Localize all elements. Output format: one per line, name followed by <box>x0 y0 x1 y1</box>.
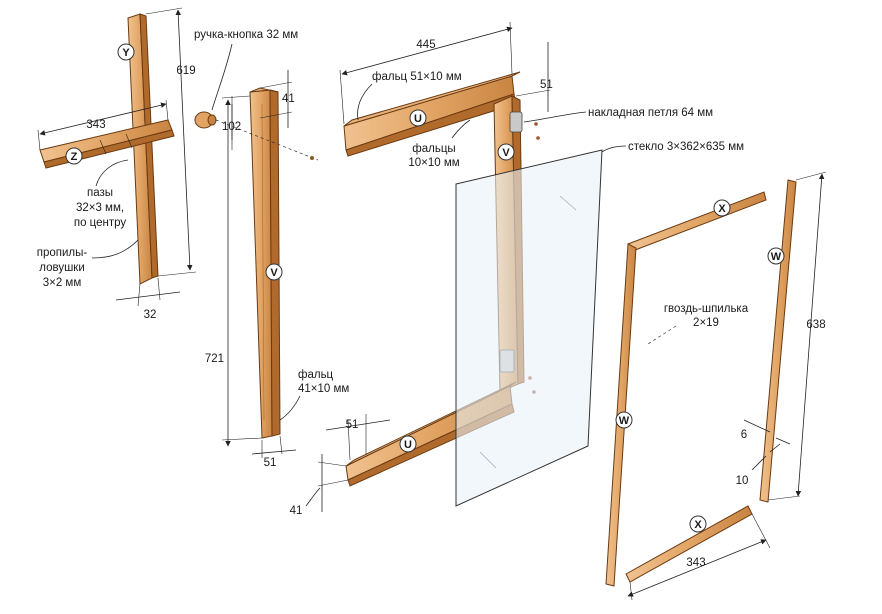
hinge-top <box>509 111 540 140</box>
glass-panel <box>455 149 603 507</box>
part-label-y: Y <box>117 43 135 61</box>
part-label-v-side: V <box>265 263 283 281</box>
groove-mark <box>125 133 133 149</box>
bead-w-right: W <box>759 179 797 503</box>
dim-6: 6 <box>741 419 791 445</box>
dim-32: 32 <box>115 277 181 321</box>
dim-41-bottom: 41 <box>290 454 349 517</box>
knob-label: ручка-кнопка 32 мм <box>194 29 298 41</box>
rabbet-side-text-1: фальц <box>298 369 334 381</box>
dim-445: 445 <box>339 21 513 125</box>
dim-51-top-right: 51 <box>515 42 553 112</box>
part-letter-x-bottom: X <box>694 519 702 531</box>
dim-343-left-label: 343 <box>86 119 105 131</box>
part-label-z: Z <box>65 147 83 165</box>
w-right-strip <box>759 179 797 503</box>
glass-pane: стекло 3×362×635 мм <box>455 141 744 507</box>
dim-10: 10 <box>736 443 781 487</box>
dim-6-label: 6 <box>741 429 747 441</box>
label-rabbets: фальцы 10×10 мм <box>408 119 471 169</box>
part-letter-v-frame: V <box>502 147 510 159</box>
part-y-z-assembly <box>39 13 175 285</box>
x-bottom-strip <box>625 505 753 583</box>
dim-102: 102 <box>222 96 241 150</box>
dim-638: 638 <box>767 171 827 501</box>
label-rabbet-side: фальц 41×10 мм <box>279 369 349 421</box>
label-rabbet-top: фальц 51×10 мм <box>357 71 462 121</box>
dim-41-top-label: 41 <box>282 93 295 105</box>
part-letter-v-side: V <box>270 267 278 279</box>
dim-51-bottom-u: 51 <box>325 414 391 461</box>
dim-32-label: 32 <box>144 309 157 321</box>
dim-638-label: 638 <box>806 319 825 331</box>
knob: ручка-кнопка 32 мм <box>194 29 298 129</box>
rabbet-side-text-2: 41×10 мм <box>298 383 349 395</box>
v-stile-edge <box>269 89 281 437</box>
v-stile-face <box>249 89 273 439</box>
part-letter-u-top: U <box>414 113 422 125</box>
dim-51-bottom-v: 51 <box>251 435 297 469</box>
nail-text-2: 2×19 <box>693 317 719 329</box>
bead-x-top: X <box>627 191 767 253</box>
dim-343-bottom-label: 343 <box>686 557 705 569</box>
label-hinge: накладная петля 64 мм <box>523 107 713 123</box>
dim-10-label: 10 <box>736 475 749 487</box>
part-label-v-frame: V <box>497 143 515 161</box>
grooves-text-3: по центру <box>74 217 127 229</box>
nail-text-1: гвоздь-шпилька <box>664 303 749 315</box>
dim-51-top-right-label: 51 <box>540 79 553 91</box>
dim-41-bottom-label: 41 <box>290 505 303 517</box>
rabbets-text-1: фальцы <box>412 143 455 155</box>
rabbets-text-2: 10×10 мм <box>408 157 459 169</box>
dim-445-label: 445 <box>416 39 435 51</box>
dim-51-bottom-v-label: 51 <box>264 457 277 469</box>
part-v-side-stile <box>249 87 281 439</box>
grooves-text-2: 32×3 мм, <box>76 202 124 214</box>
hinge-text: накладная петля 64 мм <box>588 107 713 119</box>
part-letter-w-right: W <box>771 251 782 263</box>
part-letter-y: Y <box>122 47 130 59</box>
part-label-u-top: U <box>409 109 427 127</box>
dim-343-left: 343 <box>37 99 169 151</box>
rabbet-top-text: фальц 51×10 мм <box>372 71 462 83</box>
groove-mark <box>99 139 107 155</box>
part-letter-u-bottom: U <box>404 439 412 451</box>
part-letter-x-top: X <box>718 203 726 215</box>
knob-screw <box>310 156 314 160</box>
part-letter-w-left: W <box>619 415 630 427</box>
dim-619: 619 <box>145 7 197 277</box>
dim-721: 721 <box>205 95 263 447</box>
dim-102-label: 102 <box>222 121 241 133</box>
label-nail: гвоздь-шпилька 2×19 <box>647 303 749 345</box>
saw-text-2: ловушки <box>39 262 85 274</box>
dim-51-bottom-u-label: 51 <box>346 419 359 431</box>
saw-text-1: пропилы- <box>37 247 88 259</box>
dim-41-top: 41 <box>259 70 295 128</box>
bead-w-left: W <box>605 243 637 587</box>
knob-screw-path <box>215 119 319 161</box>
label-grooves: пазы 32×3 мм, по центру <box>74 159 129 229</box>
saw-text-3: 3×2 мм <box>43 277 82 289</box>
bead-x-bottom: X <box>625 505 753 583</box>
glass-label: стекло 3×362×635 мм <box>628 141 744 153</box>
x-top-strip <box>627 191 767 253</box>
part-label-u-bottom: U <box>399 435 417 453</box>
dim-343-bottom: 343 <box>627 513 771 601</box>
label-saw-kerfs: пропилы- ловушки 3×2 мм <box>37 239 139 289</box>
grooves-text-1: пазы <box>87 187 113 199</box>
knob-stem <box>207 114 217 126</box>
dim-721-label: 721 <box>205 353 224 365</box>
dim-619-label: 619 <box>176 65 195 77</box>
part-letter-z: Z <box>71 151 78 163</box>
